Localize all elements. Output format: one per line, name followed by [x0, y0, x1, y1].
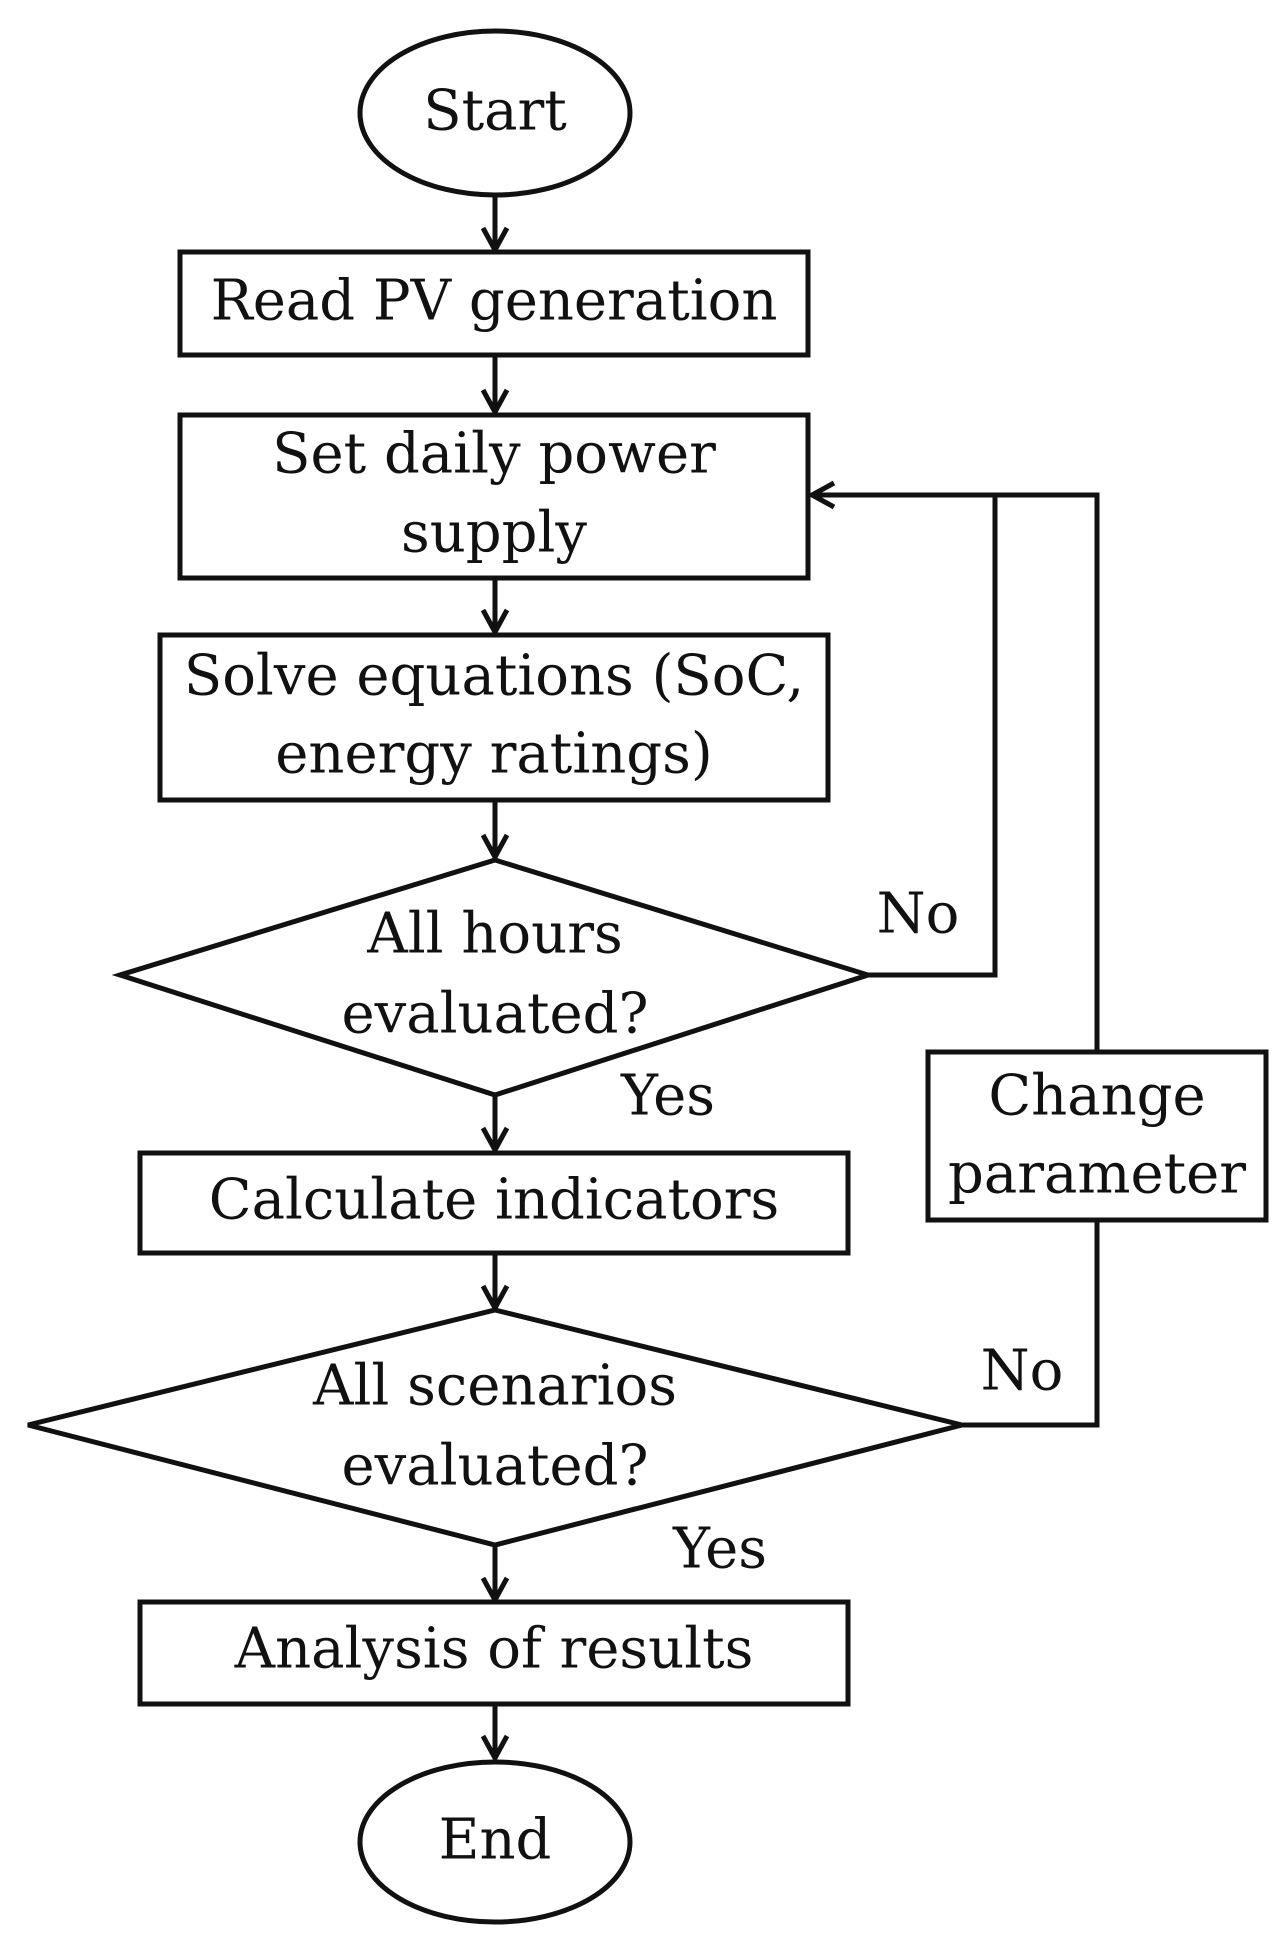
end-terminal: End [357, 1759, 633, 1925]
scenarios-decision-line2: evaluated? [341, 1434, 648, 1499]
loop-hours-no [812, 495, 998, 978]
analysis-label: Analysis of results [234, 1617, 754, 1682]
loop-scen-no [962, 1220, 1100, 1428]
calc-process: Calculate indicators [137, 1150, 851, 1256]
start-terminal: Start [357, 28, 633, 198]
calc-label: Calculate indicators [209, 1168, 780, 1233]
branch-label-scen-yes: Yes [672, 1517, 767, 1582]
loop-change-to-set [995, 492, 1100, 1052]
analysis-process: Analysis of results [137, 1599, 851, 1707]
branch-label-hours-no: No [877, 882, 960, 947]
scenarios-decision: All scenarios evaluated? [27, 1307, 963, 1548]
solve-label-line2: energy ratings) [275, 722, 712, 787]
start-label: Start [423, 79, 567, 144]
hours-decision-line2: evaluated? [341, 982, 648, 1047]
solve-label-line1: Solve equations (SoC, [184, 644, 804, 709]
hours-decision-line1: All hours [366, 902, 622, 967]
branch-label-scen-no: No [981, 1339, 1064, 1404]
branch-label-hours-yes: Yes [620, 1064, 715, 1129]
hours-decision: All hours evaluated? [111, 857, 877, 1098]
read-pv-process: Read PV generation [177, 249, 811, 358]
change-label-line1: Change [988, 1064, 1205, 1129]
end-label: End [439, 1808, 552, 1873]
solve-process: Solve equations (SoC, energy ratings) [157, 632, 831, 803]
set-supply-label-line1: Set daily power [272, 422, 716, 487]
set-supply-process: Set daily power supply [177, 412, 811, 581]
set-supply-label-line2: supply [401, 501, 587, 566]
scenarios-decision-line1: All scenarios [312, 1354, 677, 1419]
change-label-line2: parameter [948, 1142, 1246, 1207]
change-parameter-process: Change parameter [925, 1049, 1269, 1223]
read-pv-label: Read PV generation [211, 269, 778, 334]
